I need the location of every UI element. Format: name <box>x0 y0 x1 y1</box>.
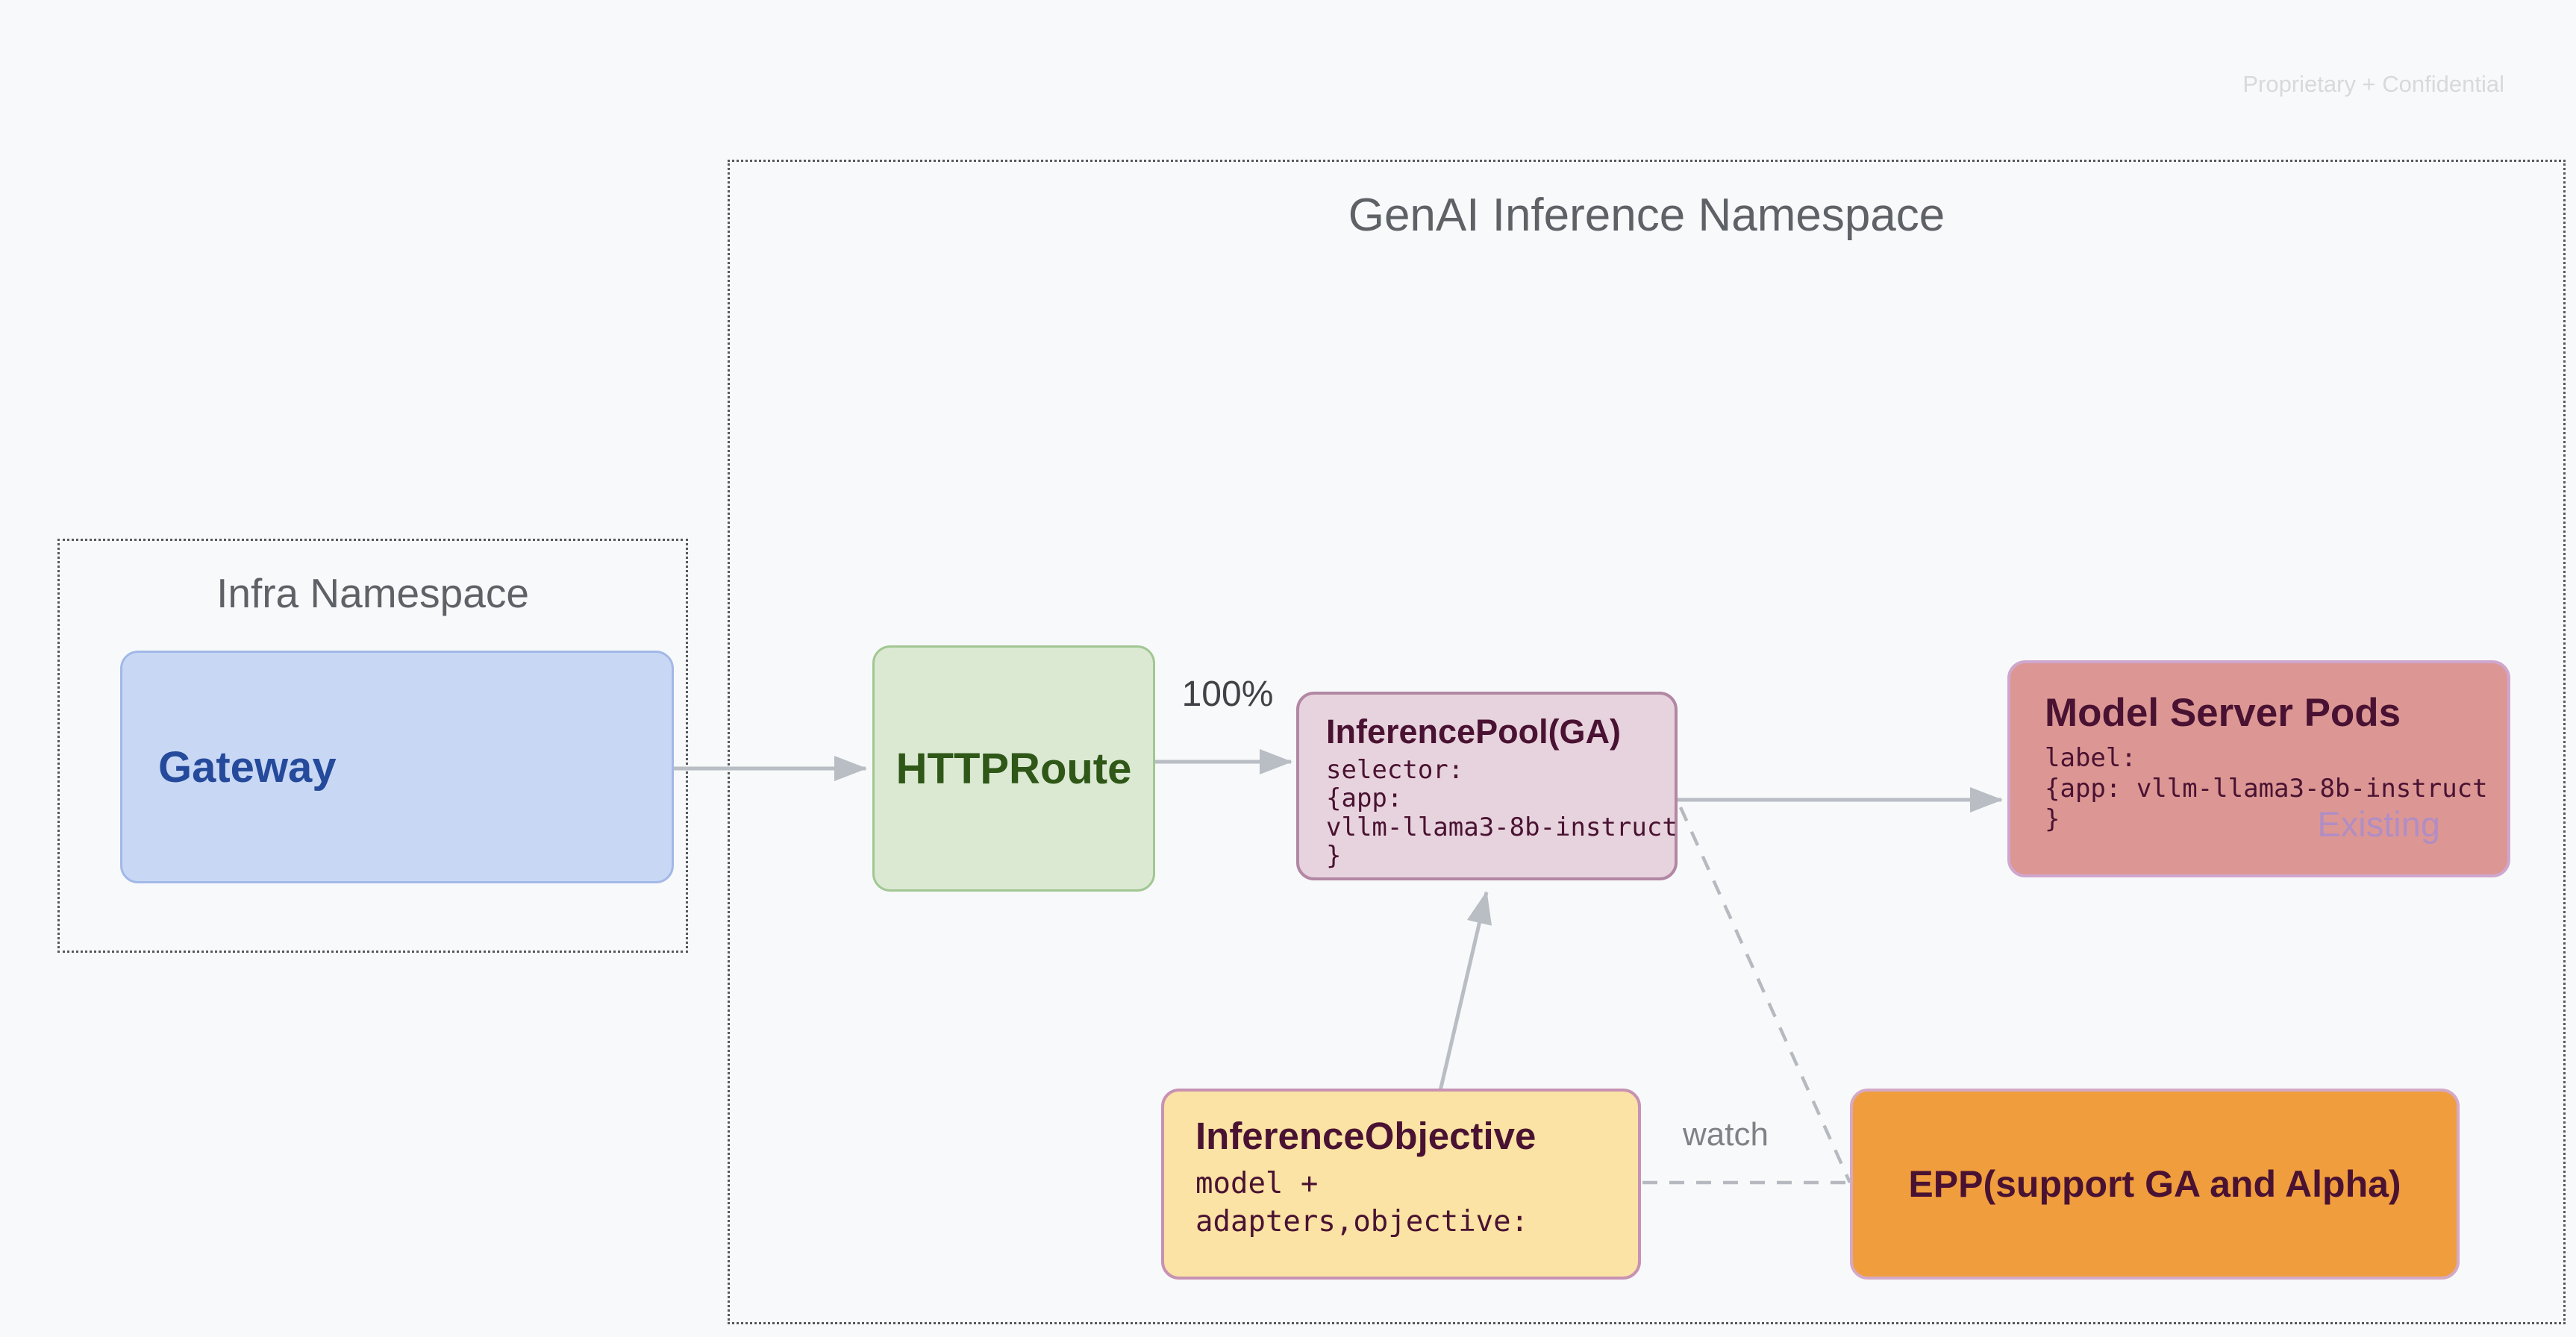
httproute-node: HTTPRoute <box>872 645 1155 892</box>
epp-label: EPP(support GA and Alpha) <box>1908 1163 2401 1205</box>
inferencepool-title: InferencePool(GA) <box>1326 713 1622 751</box>
model-server-pods-label-code: label: {app: vllm-llama3-8b-instruct } <box>2045 743 2488 834</box>
genai-namespace-box: GenAI Inference Namespace <box>728 160 2566 1324</box>
traffic-weight-label: 100% <box>1181 674 1274 714</box>
epp-node: EPP(support GA and Alpha) <box>1850 1089 2460 1280</box>
gateway-label: Gateway <box>158 742 337 792</box>
inferenceobjective-code: model + adapters,objective: <box>1195 1167 1529 1239</box>
model-server-pods-title: Model Server Pods <box>2045 691 2401 735</box>
inferenceobjective-node: InferenceObjective model + adapters,obje… <box>1161 1089 1641 1280</box>
confidential-watermark: Proprietary + Confidential <box>2242 71 2504 97</box>
infra-namespace-box: Infra Namespace <box>57 539 688 953</box>
inferencepool-node: InferencePool(GA) selector: {app: vllm-l… <box>1296 692 1678 880</box>
inferenceobjective-title: InferenceObjective <box>1195 1115 1536 1157</box>
httproute-label: HTTPRoute <box>895 744 1132 793</box>
inferencepool-selector-code: selector: {app: vllm-llama3-8b-instruct … <box>1326 755 1678 871</box>
gateway-node: Gateway <box>120 651 674 883</box>
existing-badge: Existing <box>2317 804 2440 844</box>
genai-namespace-title: GenAI Inference Namespace <box>1348 190 1945 241</box>
infra-namespace-title: Infra Namespace <box>216 570 529 616</box>
model-server-pods-node: Model Server Pods label: {app: vllm-llam… <box>2007 660 2510 877</box>
watch-label: watch <box>1683 1116 1769 1153</box>
